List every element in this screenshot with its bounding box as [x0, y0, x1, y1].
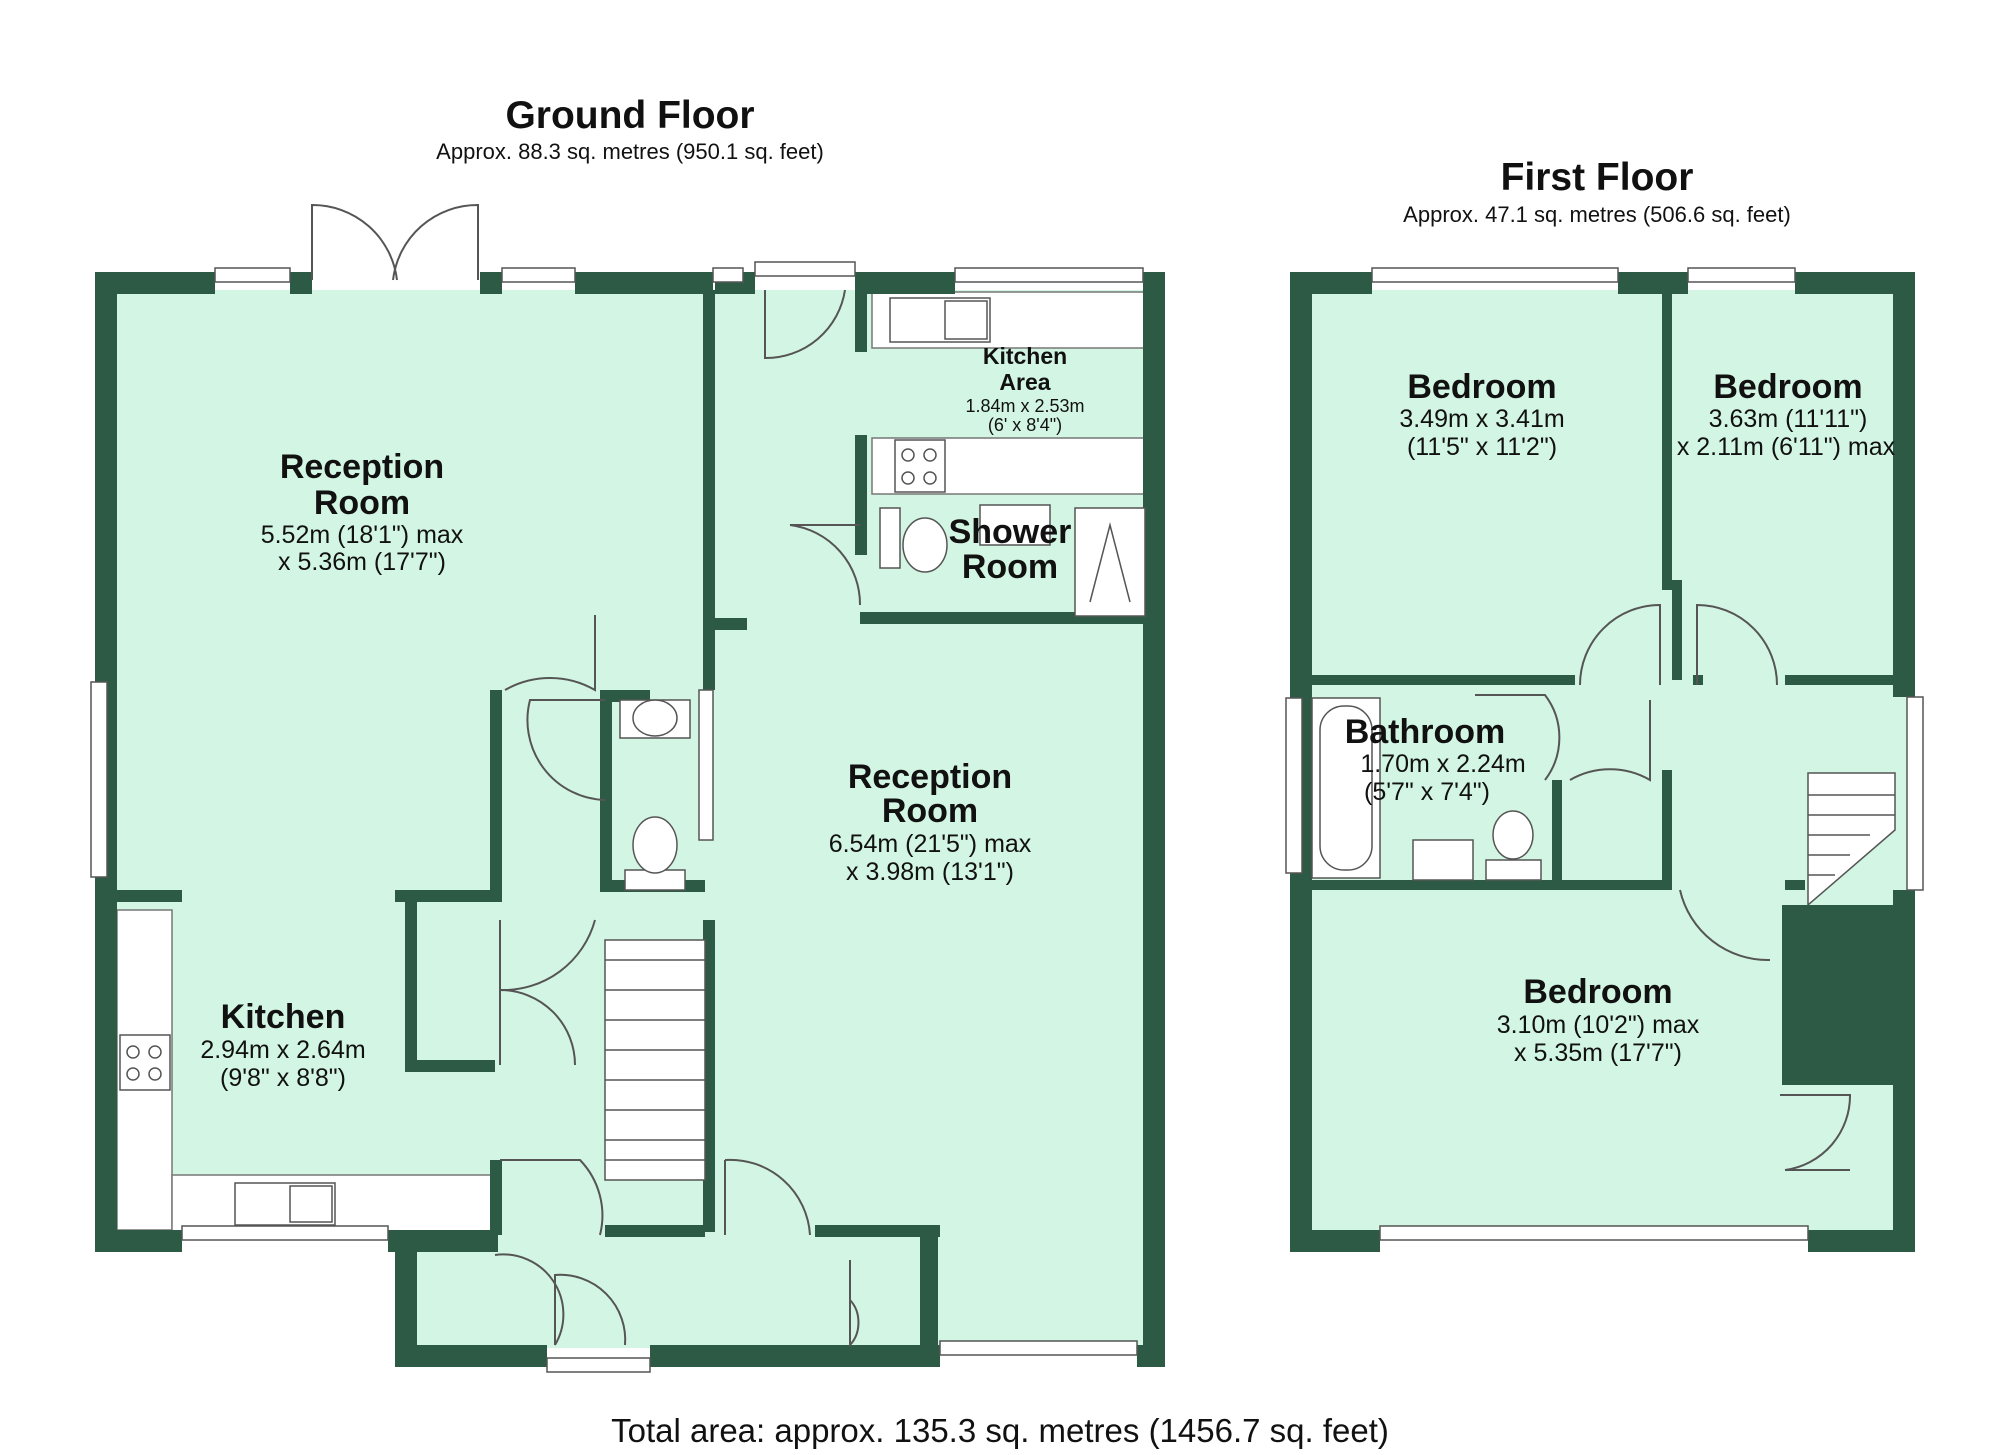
bedroom-3-dim-line1: 3.10m (10'2") max [1497, 1011, 1700, 1039]
first-floor-area: Approx. 47.1 sq. metres (506.6 sq. feet) [1403, 202, 1791, 227]
bathroom-dim-line2: (5'7" x 7'4") [1364, 778, 1490, 806]
first-floor-doors [1475, 603, 1852, 1171]
kitchen-area-dim-line2: (6' x 8'4") [988, 415, 1062, 435]
kitchen-dim-line2: (9'8" x 8'8") [220, 1064, 346, 1092]
bedroom-2-name: Bedroom [1713, 368, 1862, 406]
first-floor-title: First Floor [1501, 156, 1694, 199]
total-area: Total area: approx. 135.3 sq. metres (14… [611, 1412, 1389, 1449]
reception-room-2-dim-line1: 6.54m (21'5") max [829, 830, 1032, 858]
bedroom-1-name: Bedroom [1407, 368, 1556, 406]
reception-room-2-name-line1: Reception [848, 758, 1012, 796]
ground-floor-title: Ground Floor [505, 94, 754, 137]
kitchen-area-dim-line1: 1.84m x 2.53m [965, 396, 1084, 416]
ground-floor-labels: Ground Floor Approx. 88.3 sq. metres (95… [200, 94, 1084, 1092]
bedroom-2-dim-line1: 3.63m (11'11") [1709, 405, 1868, 433]
kitchen-area-name-line1: Kitchen [983, 343, 1067, 369]
reception-room-2-name-line2: Room [882, 792, 978, 830]
ground-floor-fixtures [119, 297, 1146, 1226]
ground-floor-plan: Ground Floor Approx. 88.3 sq. metres (95… [90, 94, 1165, 1373]
first-floor-fixtures [1311, 697, 1542, 881]
ground-floor-doors [311, 203, 862, 1348]
bathroom-name: Bathroom [1345, 713, 1506, 751]
reception-room-1-name-line1: Reception [280, 448, 444, 486]
first-floor-windows [1285, 267, 1924, 1241]
kitchen-area-name-line2: Area [999, 369, 1050, 395]
first-floor-plan: First Floor Approx. 47.1 sq. metres (506… [1285, 156, 1924, 1252]
bedroom-3-name: Bedroom [1523, 973, 1672, 1011]
bedroom-1-dim-line2: (11'5" x 11'2") [1407, 433, 1557, 461]
reception-room-1-dim-line2: x 5.36m (17'7") [278, 548, 446, 576]
ground-floor-windows [90, 261, 1144, 1373]
bathroom-dim-line1: 1.70m x 2.24m [1360, 750, 1525, 778]
first-floor-stairs [1807, 772, 1896, 907]
bedroom-3-dim-line2: x 5.35m (17'7") [1514, 1039, 1682, 1067]
reception-room-1-name-line2: Room [314, 484, 410, 522]
shower-room-name-line2: Room [962, 548, 1058, 586]
ground-floor-area: Approx. 88.3 sq. metres (950.1 sq. feet) [436, 139, 824, 164]
reception-room-1-dim-line1: 5.52m (18'1") max [261, 521, 464, 549]
kitchen-dim-line1: 2.94m x 2.64m [200, 1036, 365, 1064]
kitchen-name: Kitchen [221, 998, 346, 1036]
first-floor-labels: First Floor Approx. 47.1 sq. metres (506… [1345, 156, 1896, 1067]
bedroom-1-dim-line1: 3.49m x 3.41m [1399, 405, 1564, 433]
shower-room-name-line1: Shower [949, 513, 1072, 551]
ground-floor-stairs [604, 939, 706, 1181]
bedroom-2-dim-line2: x 2.11m (6'11") max [1677, 433, 1896, 461]
reception-room-2-dim-line2: x 3.98m (13'1") [846, 858, 1014, 886]
